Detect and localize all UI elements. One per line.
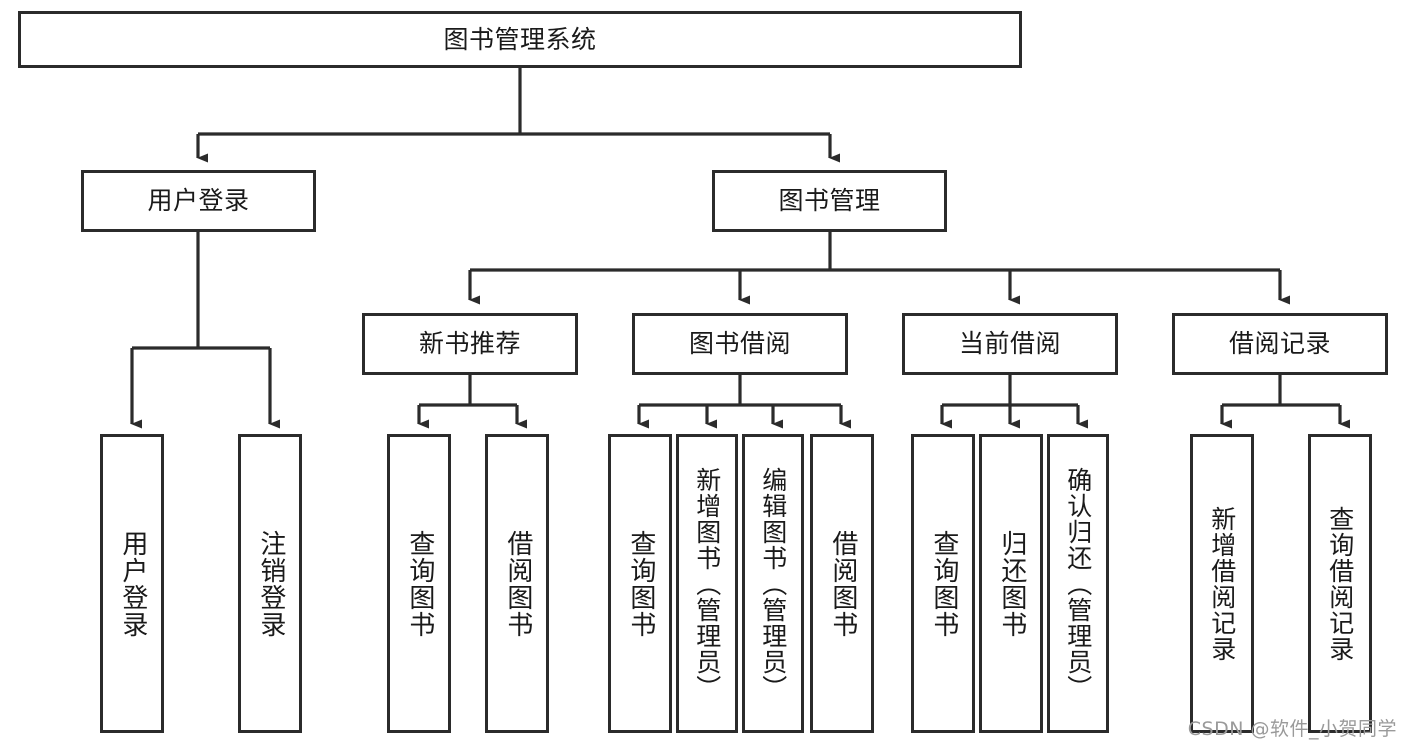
leaf-borrow-book-recommend[interactable]: 借阅图书 — [485, 434, 549, 733]
csdn-watermark: CSDN @软件_小贺同学 — [1187, 718, 1397, 740]
leaf-confirm-return-admin[interactable]: 确认归还（管理员） — [1047, 434, 1109, 733]
node-root-system[interactable]: 图书管理系统 — [18, 11, 1022, 68]
leaf-return-book-label: 归还图书 — [996, 529, 1027, 638]
leaf-logout[interactable]: 注销登录 — [238, 434, 302, 733]
leaf-confirm-return-admin-label: 确认归还（管理员） — [1063, 466, 1093, 701]
leaf-query-book-current-label: 查询图书 — [928, 529, 959, 638]
leaf-query-borrow-record[interactable]: 查询借阅记录 — [1308, 434, 1372, 733]
leaf-return-book[interactable]: 归还图书 — [979, 434, 1043, 733]
leaf-query-borrow-record-label: 查询借阅记录 — [1325, 505, 1355, 662]
node-new-book-recommend-label: 新书推荐 — [418, 329, 521, 358]
leaf-user-login-label: 用户登录 — [117, 529, 148, 638]
node-new-book-recommend[interactable]: 新书推荐 — [362, 313, 578, 375]
leaf-edit-book-admin-label: 编辑图书（管理员） — [758, 466, 788, 701]
node-book-manage-label: 图书管理 — [778, 186, 881, 215]
node-user-login-label: 用户登录 — [147, 186, 250, 215]
node-borrow-record[interactable]: 借阅记录 — [1172, 313, 1388, 375]
leaf-user-login[interactable]: 用户登录 — [100, 434, 164, 733]
node-book-borrow-label: 图书借阅 — [688, 329, 791, 358]
leaf-add-book-admin-label: 新增图书（管理员） — [692, 466, 722, 701]
leaf-borrow-book-label: 借阅图书 — [827, 529, 858, 638]
leaf-query-book-borrow-label: 查询图书 — [625, 529, 656, 638]
leaf-add-book-admin[interactable]: 新增图书（管理员） — [676, 434, 738, 733]
leaf-query-book-recommend-label: 查询图书 — [404, 529, 435, 638]
leaf-borrow-book-recommend-label: 借阅图书 — [502, 529, 533, 638]
node-user-login[interactable]: 用户登录 — [81, 170, 316, 232]
node-book-borrow[interactable]: 图书借阅 — [632, 313, 848, 375]
node-current-borrow-label: 当前借阅 — [958, 329, 1061, 358]
leaf-edit-book-admin[interactable]: 编辑图书（管理员） — [742, 434, 804, 733]
leaf-add-borrow-record-label: 新增借阅记录 — [1207, 505, 1237, 662]
leaf-borrow-book[interactable]: 借阅图书 — [810, 434, 874, 733]
leaf-query-book-borrow[interactable]: 查询图书 — [608, 434, 672, 733]
leaf-logout-label: 注销登录 — [255, 529, 286, 638]
node-book-manage[interactable]: 图书管理 — [712, 170, 947, 232]
node-current-borrow[interactable]: 当前借阅 — [902, 313, 1118, 375]
leaf-add-borrow-record[interactable]: 新增借阅记录 — [1190, 434, 1254, 733]
node-root-system-label: 图书管理系统 — [443, 24, 597, 54]
leaf-query-book-current[interactable]: 查询图书 — [911, 434, 975, 733]
node-borrow-record-label: 借阅记录 — [1228, 329, 1331, 358]
leaf-query-book-recommend[interactable]: 查询图书 — [387, 434, 451, 733]
